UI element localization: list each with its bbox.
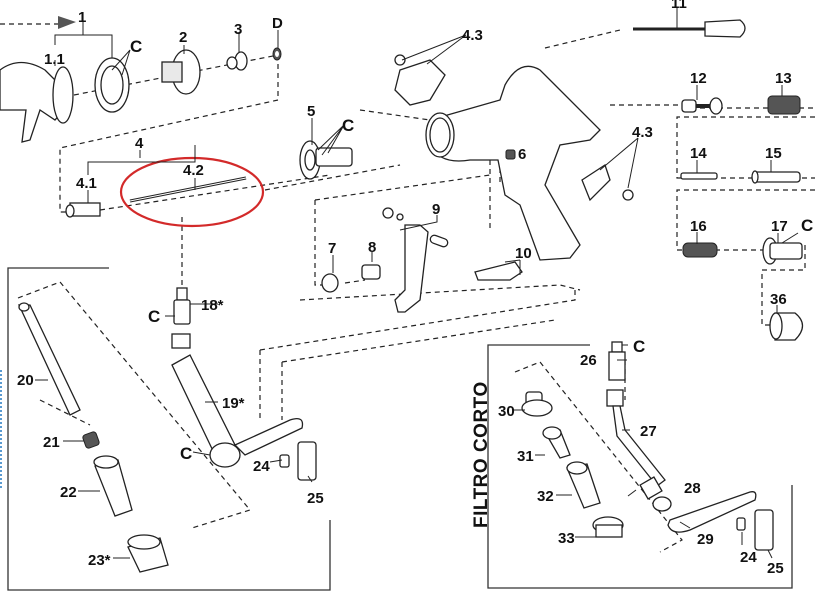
label-part-15[interactable]: 15 [765,145,782,162]
label-part-6[interactable]: 6 [518,146,527,163]
label-part-10[interactable]: 10 [515,245,532,262]
label-part-25-a[interactable]: 25 [307,490,324,507]
part-4-3-cover[interactable] [394,54,446,106]
label-part-18[interactable]: 18* [201,297,224,314]
label-part-24-b[interactable]: 24 [740,549,757,566]
part-8-fitting[interactable] [361,264,381,280]
highlight-ellipse-4-2 [119,156,265,228]
label-part-27[interactable]: 27 [640,423,657,440]
label-part-4[interactable]: 4 [135,135,144,152]
part-10-lock[interactable] [474,261,523,281]
short-filter-box [487,344,793,589]
label-part-4-3-top[interactable]: 4.3 [462,27,483,44]
part-25-fitting-b[interactable] [754,509,774,551]
label-part-8[interactable]: 8 [368,239,377,256]
label-part-11[interactable]: 11 [671,0,687,12]
label-part-18-c[interactable]: C [148,307,161,326]
part-1-1-nozzle-guard[interactable] [0,61,74,143]
label-part-20[interactable]: 20 [17,372,34,389]
long-filter-box [7,267,331,591]
label-part-4-2[interactable]: 4.2 [183,162,204,179]
part-33-nut[interactable] [592,516,624,538]
part-7-ring[interactable] [321,273,339,293]
part-5-diffuser[interactable] [299,140,353,180]
label-part-1-c[interactable]: C [130,37,143,56]
label-part-3[interactable]: 3 [234,21,243,38]
part-22-housing[interactable] [93,455,133,517]
label-part-19-c[interactable]: C [180,444,193,463]
part-24-pin-b[interactable] [736,517,746,531]
label-part-4-1[interactable]: 4.1 [76,175,97,192]
part-D-gasket[interactable] [272,47,282,61]
label-part-9[interactable]: 9 [432,201,441,218]
part-26-fitting[interactable] [608,341,626,381]
part-27-tube[interactable] [606,389,666,500]
part-31-filter-element[interactable] [542,426,571,459]
part-14-pin[interactable] [680,172,718,180]
label-part-26[interactable]: 26 [580,352,597,369]
label-part-5-c[interactable]: C [342,116,355,135]
part-16-spring[interactable] [682,242,718,258]
leader-lines [35,8,799,559]
arrow-icon [58,16,76,29]
part-28-nut[interactable] [652,496,672,512]
label-part-4-3-right[interactable]: 4.3 [632,124,653,141]
part-30-fitting[interactable] [521,391,553,417]
part-2-tip[interactable] [161,49,201,95]
part-29-bracket[interactable] [667,491,757,533]
part-11-rod[interactable] [633,19,746,38]
part-3-seal[interactable] [226,51,248,71]
label-part-32[interactable]: 32 [537,488,554,505]
part-6-bushing[interactable] [505,149,516,160]
part-15-shaft[interactable] [751,170,801,184]
part-21-spring[interactable] [82,431,100,449]
part-25-fitting-a[interactable] [297,441,317,481]
label-part-1-1[interactable]: 1.1 [44,51,65,68]
label-part-13[interactable]: 13 [775,70,792,87]
label-part-17-c[interactable]: C [801,216,814,235]
part-17-cap[interactable] [762,237,803,265]
label-part-26-c[interactable]: C [633,337,646,356]
label-part-23[interactable]: 23* [88,552,111,569]
label-part-5[interactable]: 5 [307,103,316,120]
section-title-filtro-corto: FILTRO CORTO [471,381,492,528]
part-24-pin-a[interactable] [279,454,290,468]
label-part-14[interactable]: 14 [690,145,707,162]
label-part-17[interactable]: 17 [771,218,788,235]
part-23-nut[interactable] [127,534,169,573]
label-part-30[interactable]: 30 [498,403,515,420]
part-4-2-needle[interactable] [129,176,247,203]
label-part-19[interactable]: 19* [222,395,245,412]
label-part-29[interactable]: 29 [697,531,714,548]
part-20-filter[interactable] [17,302,81,416]
part-13-spring[interactable] [767,95,801,115]
part-4-1-seat[interactable] [65,202,101,218]
label-part-31[interactable]: 31 [517,448,534,465]
part-1-nozzle-nut[interactable] [94,57,130,113]
label-part-22[interactable]: 22 [60,484,77,501]
label-part-25-b[interactable]: 25 [767,560,784,577]
label-part-16[interactable]: 16 [690,218,707,235]
part-gun-body[interactable] [425,65,601,261]
label-part-28[interactable]: 28 [684,480,701,497]
part-9-trigger[interactable] [382,207,449,313]
label-part-2[interactable]: 2 [179,29,188,46]
label-part-7[interactable]: 7 [328,240,337,257]
label-part-33[interactable]: 33 [558,530,575,547]
part-36-knob[interactable] [769,312,804,341]
part-32-housing[interactable] [566,461,601,509]
part-19-tube[interactable] [171,333,304,468]
label-part-24-a[interactable]: 24 [253,458,270,475]
part-12-piston[interactable] [681,97,723,115]
label-part-1[interactable]: 1 [78,9,87,26]
label-part-36[interactable]: 36 [770,291,787,308]
label-part-12[interactable]: 12 [690,70,707,87]
part-4-3-side-plate[interactable] [581,163,634,202]
label-part-D[interactable]: D [272,15,283,32]
part-18-fitting[interactable] [173,287,191,325]
label-part-21[interactable]: 21 [43,434,60,451]
